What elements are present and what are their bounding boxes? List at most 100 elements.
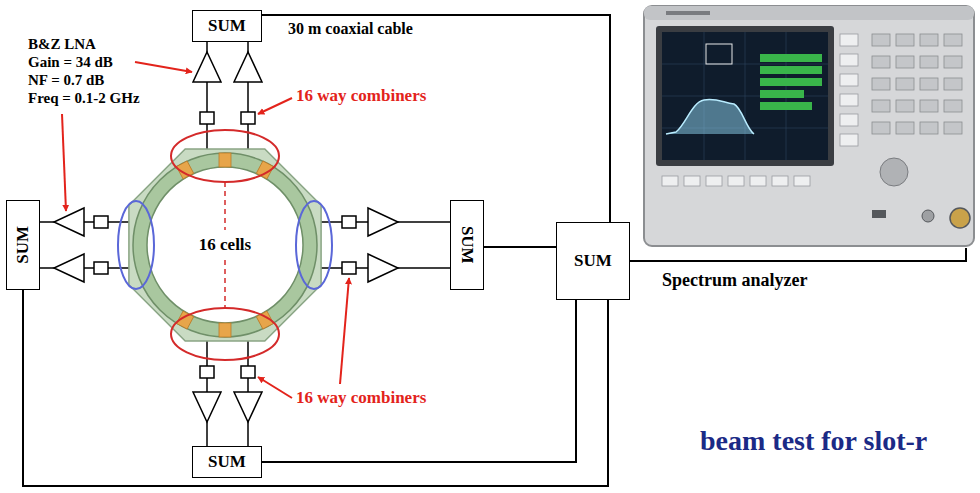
screen-grid <box>662 32 828 160</box>
rotary-knob <box>880 158 908 186</box>
soft-key <box>684 176 700 186</box>
amplifier-spec: Freq = 0.1-2 GHz <box>28 90 140 107</box>
amplifier-spec: B&Z LNA <box>28 36 96 53</box>
amplifier-spec: Gain = 34 dB <box>28 54 113 71</box>
amplifier-symbol <box>368 208 398 236</box>
combiner-box <box>342 216 356 228</box>
sum-box: SUM <box>450 200 484 290</box>
rf-input-connector <box>950 208 970 228</box>
instrument-label: Spectrum analyzer <box>662 270 807 291</box>
coaxial-cable <box>262 300 576 462</box>
soft-key <box>772 176 788 186</box>
screen <box>662 32 828 160</box>
sum-label: SUM <box>208 16 246 36</box>
soft-key <box>840 54 858 66</box>
combiner-box <box>342 262 356 274</box>
combiner-box <box>94 216 108 228</box>
instrument-body <box>644 6 974 246</box>
instrument-top-bar <box>644 6 974 20</box>
amplifier-symbol <box>193 392 221 422</box>
keypad <box>920 122 938 134</box>
ring-inner <box>147 167 303 323</box>
spectrum-trace <box>666 99 754 134</box>
combiner-box <box>241 112 255 124</box>
signal-wire <box>38 221 132 223</box>
soft-key <box>728 176 744 186</box>
sum-box: SUM <box>6 200 40 290</box>
amplifier-symbol <box>234 52 262 82</box>
usb-port <box>872 210 886 218</box>
screen-marker-box <box>706 44 732 64</box>
logo-mark <box>666 11 710 15</box>
keypad <box>872 34 890 46</box>
screen-grid <box>704 32 705 160</box>
callout-arrow <box>62 114 66 211</box>
keypad <box>944 78 962 90</box>
cable-label: 30 m coaxial cable <box>288 20 413 38</box>
soft-key <box>662 176 678 186</box>
slot-cell <box>219 323 231 337</box>
callout-arrow <box>258 98 292 114</box>
keypad <box>920 100 938 112</box>
keypad <box>896 78 914 90</box>
data-bars <box>760 54 822 62</box>
keypad <box>872 100 890 112</box>
data-bars <box>760 90 804 98</box>
soft-key <box>840 74 858 86</box>
detector-ring: 16 cells <box>120 140 330 350</box>
amplifier-symbol <box>234 392 262 422</box>
amplifier-symbol <box>368 254 398 282</box>
cell-group-outline <box>118 201 154 289</box>
keypad <box>872 122 890 134</box>
coaxial-cable <box>484 246 556 248</box>
combiner-box <box>200 366 214 378</box>
soft-key <box>840 94 858 106</box>
spectrum-analyzer: Spectrum analyzer <box>642 4 976 248</box>
amplifier-symbol <box>54 52 398 422</box>
data-bars <box>760 66 822 74</box>
ring-outer <box>133 153 317 337</box>
data-bars <box>760 78 822 86</box>
callout-arrow <box>135 62 192 72</box>
keypad <box>920 56 938 68</box>
amplifier-spec: NF = 0.7 dB <box>28 72 104 89</box>
soft-key <box>840 34 858 46</box>
combiner-box <box>241 366 255 378</box>
keypad <box>920 34 938 46</box>
coaxial-cable <box>630 248 966 261</box>
screen-grid <box>745 32 746 160</box>
sum-label: SUM <box>457 226 477 264</box>
soft-key <box>706 176 722 186</box>
slot-cell <box>177 153 274 337</box>
keypad <box>944 122 962 134</box>
cell-group-outline <box>171 308 279 360</box>
amplifier-symbol <box>193 52 221 82</box>
coaxial-cable <box>23 290 608 486</box>
mounting-plate <box>129 149 321 341</box>
sum-box: SUM <box>192 10 262 42</box>
data-bars <box>760 54 822 110</box>
callout-arrow <box>62 62 349 398</box>
keypad <box>920 78 938 90</box>
screen-bezel <box>656 26 834 166</box>
cell-group-outline <box>171 130 279 182</box>
coaxial-cable <box>262 15 610 222</box>
callout-arrow <box>340 278 349 384</box>
signal-wire <box>38 267 132 269</box>
combiner-box <box>200 112 214 124</box>
amplifier-symbol <box>54 208 84 236</box>
callout-label: 16 way combiners <box>296 388 426 408</box>
soft-key <box>840 114 858 126</box>
keypad <box>944 34 962 46</box>
cell-group-outline <box>118 130 332 360</box>
callout-arrow <box>258 377 292 398</box>
keypad <box>896 34 914 46</box>
sum-box: SUM <box>556 222 630 300</box>
soft-key <box>794 176 810 186</box>
keypad <box>944 100 962 112</box>
sum-box: SUM <box>192 446 262 478</box>
combiner-box <box>94 112 356 378</box>
slot-cell <box>219 153 231 167</box>
cell-group-outline <box>296 201 332 289</box>
